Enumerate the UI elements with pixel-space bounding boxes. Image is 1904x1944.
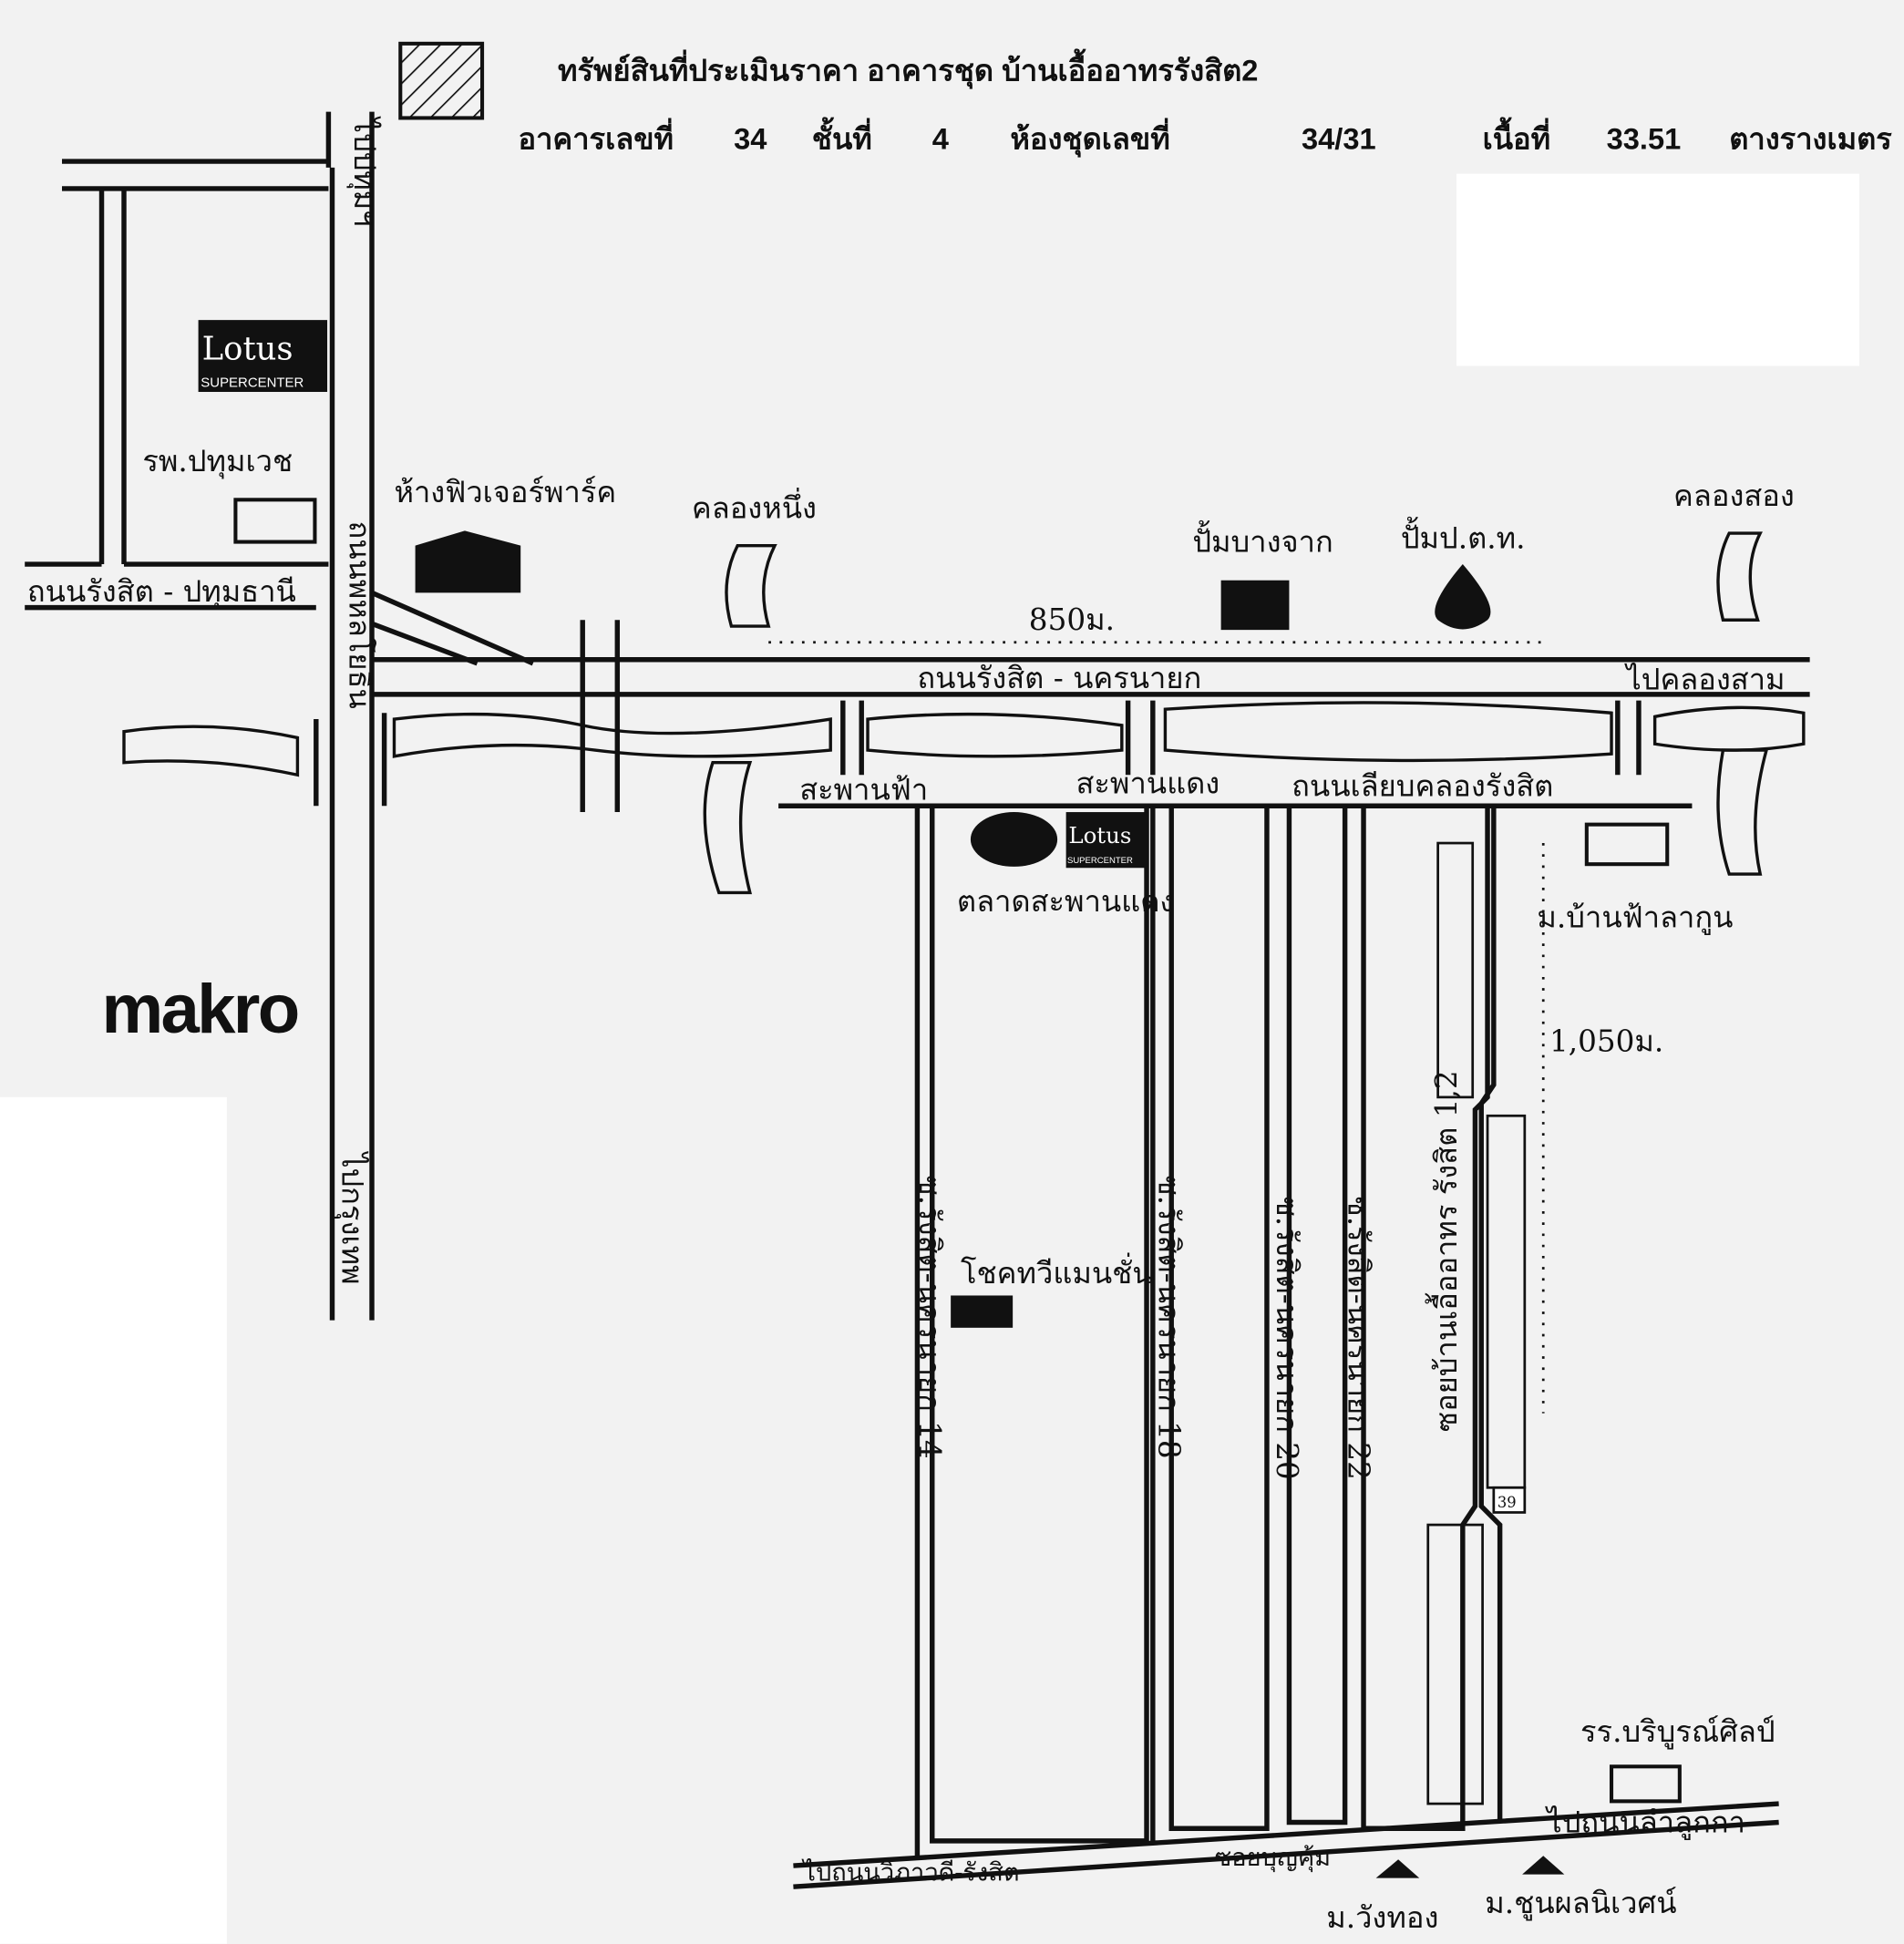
canal-one-symbol: [725, 543, 777, 628]
bangchak-label: ปั้มบางจาก: [1192, 519, 1333, 559]
fa-lagoon-label: ม.บ้านฟ้าลากูน: [1537, 900, 1733, 936]
bangchak-pump-icon: [1220, 580, 1290, 631]
choonphon-label: ม.ชูนผลนิเวศน์: [1485, 1886, 1676, 1921]
canal-segment: [122, 725, 300, 777]
house-icon: [1522, 1856, 1565, 1875]
rangsit-nakhon-road-label: ถนนรังสิต - นครนายก: [917, 661, 1201, 695]
phahonyothin-label: ถนนพหลโยธิน: [343, 520, 377, 708]
svg-text:SUPERCENTER: SUPERCENTER: [1067, 856, 1133, 866]
sky-bridge-label: สะพานฟ้า: [799, 772, 928, 807]
house-icon: [1375, 1859, 1420, 1878]
red-bridge-label: สะพานแดง: [1076, 766, 1220, 801]
school-label: รร.บริบูรณ์ศิลป์: [1580, 1714, 1775, 1750]
svg-text:Lotus: Lotus: [202, 331, 293, 368]
subject-property-legend-swatch: [398, 41, 485, 120]
future-park-label: ห้างฟิวเจอร์พาร์ค: [394, 475, 616, 509]
wangthong-label: ม.วังทอง: [1326, 1900, 1438, 1935]
canal-branch: [703, 760, 753, 895]
map-title: ทรัพย์สินที่ประเมินราคา อาคารชุด บ้านเอื…: [558, 48, 1258, 90]
floor-number: 4: [932, 121, 949, 155]
svg-text:SUPERCENTER: SUPERCENTER: [201, 375, 304, 391]
hospital-icon: [233, 498, 317, 544]
ptt-label: ปั้มป.ต.ท.: [1401, 516, 1526, 555]
canal-segment: [392, 712, 832, 758]
area-label: เนื้อที่: [1483, 116, 1551, 155]
soi-18-label: ซ.รังสิต-นครนายก 18: [1152, 1176, 1187, 1459]
svg-text:Lotus: Lotus: [1068, 822, 1131, 849]
lotus-logo-2: Lotus SUPERCENTER: [1065, 812, 1148, 869]
unit-number: 34/31: [1302, 121, 1376, 155]
soi-14-label: ซ.รังสิต-นครนายก 14: [912, 1176, 947, 1459]
market-icon: [970, 812, 1058, 867]
hospital-label: รพ.ปทุมเวช: [142, 444, 293, 479]
school-icon: [1609, 1764, 1682, 1804]
soi-20-label: ซ.รังสิต-นครนายก 20: [1270, 1197, 1304, 1480]
area-unit: ตางรางเมตร: [1729, 121, 1892, 155]
building-39-marker: [1492, 1486, 1527, 1514]
unit-label: ห้องชุดเลขที่: [1010, 118, 1169, 158]
roads: [25, 111, 1810, 1889]
distance-1050-label: 1,050ม.: [1549, 1024, 1663, 1059]
canal-segment: [1652, 705, 1806, 752]
blank-patch: [1456, 173, 1860, 366]
distance-850-label: 850ม.: [1029, 602, 1115, 637]
ptt-pump-icon: [1435, 564, 1491, 630]
to-lamlukka-label: ไปถนนลำลูกกา: [1544, 1805, 1745, 1840]
property-details: อาคารเลขที่ 34 ชั้นที่ 4 ห้องชุดเลขที่ 3…: [518, 116, 1892, 158]
floor-label: ชั้นที่: [812, 116, 872, 155]
lotus-logo-1: Lotus SUPERCENTER: [198, 320, 328, 393]
to-vibhavadi-label: ไปถนนวิภาวดี-รังสิต: [801, 1857, 1019, 1887]
market-label: ตลาดสะพานแดง: [957, 884, 1174, 919]
mall-icon: [415, 530, 521, 593]
canals: [122, 531, 1806, 895]
building-label: อาคารเลขที่: [518, 118, 674, 155]
project-soi-label: ซอยบ้านเอื้ออาทร รังสิต 1,2: [1425, 1070, 1464, 1432]
soi-boonkum-label: ซอยบุญคุ้ม: [1215, 1844, 1331, 1873]
area-value: 33.51: [1607, 121, 1682, 155]
rangsit-pathum-road-label: ถนนรังสิต - ปทุมธานี: [27, 574, 296, 610]
bridge-brackets: [314, 700, 1642, 807]
canal-one-label: คลองหนึ่ง: [692, 488, 817, 526]
canal-branch: [1716, 748, 1769, 876]
blank-patch: [0, 1096, 227, 1944]
mansion-icon: [951, 1295, 1014, 1328]
makro-logo: makro: [102, 971, 298, 1048]
canal-two-label: คลองสอง: [1673, 478, 1795, 513]
canal-segment: [866, 712, 1124, 758]
canal-segment: [1163, 701, 1613, 763]
to-pathum-label: ไปปทุมฯ: [346, 115, 382, 226]
building-number: 34: [734, 121, 767, 155]
building-39-label: 39: [1497, 1494, 1517, 1511]
chokthawee-label: โชคทวีแมนชั่น: [961, 1252, 1153, 1291]
canal-two-symbol: [1716, 531, 1763, 622]
canal-road-label: ถนนเลียบคลองรังสิต: [1292, 768, 1553, 803]
to-canal-three-label: ไปคลองสาม: [1623, 662, 1785, 696]
soi-22-label: ซ.รังสิต-นครนายก 22: [1342, 1197, 1376, 1480]
village-house-icon: [1584, 822, 1670, 867]
to-bangkok-label: ไปกรุงเทพ: [334, 1150, 369, 1284]
